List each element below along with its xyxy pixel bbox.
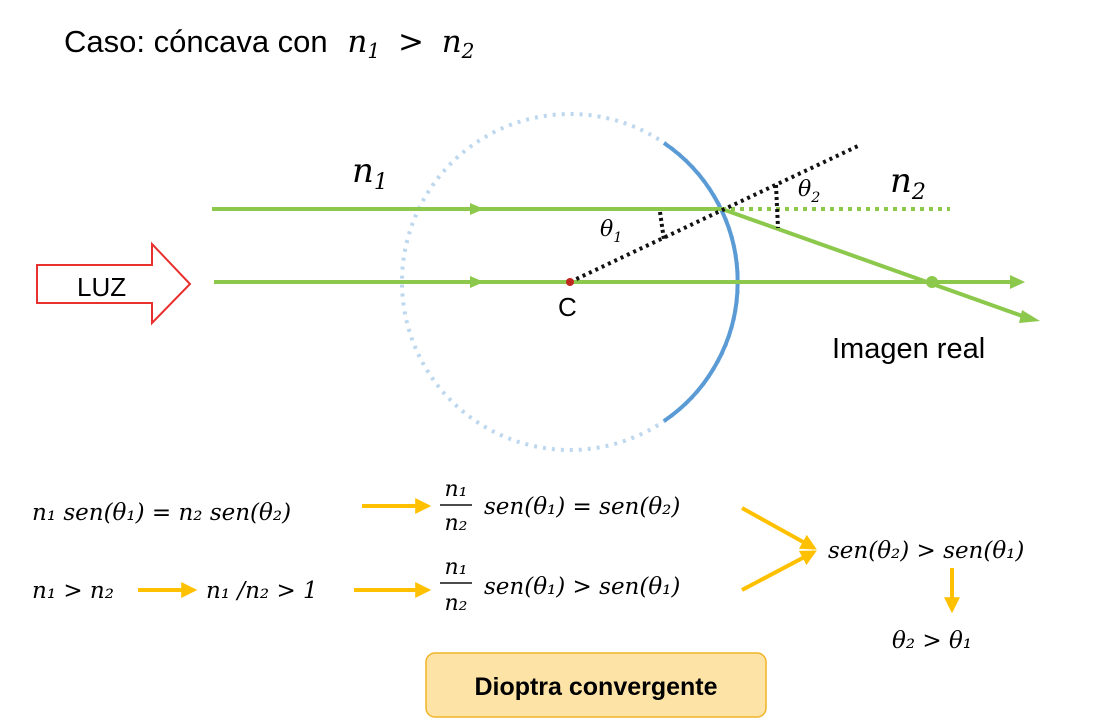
title-op: > bbox=[398, 24, 424, 60]
theta2-label: θ2 bbox=[798, 177, 820, 206]
center-point bbox=[566, 278, 574, 286]
light-label: LUZ bbox=[77, 272, 126, 302]
theta1-label: θ1 bbox=[600, 217, 622, 246]
title-n2: n bbox=[442, 24, 462, 60]
refracted-ray bbox=[721, 207, 1029, 320]
ratio-eq-numerator: n₁ bbox=[445, 477, 468, 502]
title-n2-sub: 2 bbox=[461, 39, 475, 63]
ratio-eq-denominator: n₂ bbox=[445, 511, 468, 536]
refracted-ray-arrowhead bbox=[1019, 310, 1040, 323]
result-sine: sen(θ₂) > sen(θ₁) bbox=[828, 538, 1024, 564]
ratio-gt-denominator: n₂ bbox=[445, 591, 468, 616]
normal-line bbox=[569, 144, 859, 284]
ratio-eq-rest: sen(θ₁) = sen(θ₂) bbox=[484, 494, 680, 520]
upper-ray-arrowhead bbox=[470, 203, 484, 215]
theta2-arc bbox=[774, 184, 780, 229]
title-n1: n bbox=[347, 24, 367, 60]
light-arrow-icon bbox=[36, 241, 192, 326]
image-label: Imagen real bbox=[832, 333, 985, 365]
image-point bbox=[926, 276, 938, 288]
ratio-gt-rest: sen(θ₁) > sen(θ₁) bbox=[484, 574, 680, 600]
medium2-label: n2 bbox=[890, 161, 926, 205]
axis-ray-arrowhead-2 bbox=[1010, 275, 1025, 289]
ratio-gt-numerator: n₁ bbox=[445, 555, 468, 580]
theta1-arc bbox=[658, 211, 666, 241]
title-prefix: Caso: cóncava con bbox=[64, 24, 328, 59]
index-inequality: n₁ > n₂ bbox=[32, 578, 114, 604]
result-angle: θ₂ > θ₁ bbox=[892, 628, 972, 654]
snell-equation: n₁ sen(θ₁) = n₂ sen(θ₂) bbox=[32, 500, 291, 526]
arrow-5 bbox=[741, 550, 817, 592]
title-n1-sub: 1 bbox=[367, 39, 380, 63]
center-label: C bbox=[558, 292, 577, 322]
medium1-label: n1 bbox=[352, 151, 388, 195]
conclusion-label: Dioptra convergente bbox=[474, 673, 717, 701]
conclusion-box bbox=[425, 652, 767, 718]
title: Caso: cóncava con n1 > n2 bbox=[64, 24, 474, 65]
axis-ray-arrowhead-1 bbox=[470, 276, 484, 288]
ratio-greater-one: n₁ /n₂ > 1 bbox=[206, 578, 318, 604]
arrow-4 bbox=[741, 506, 817, 550]
